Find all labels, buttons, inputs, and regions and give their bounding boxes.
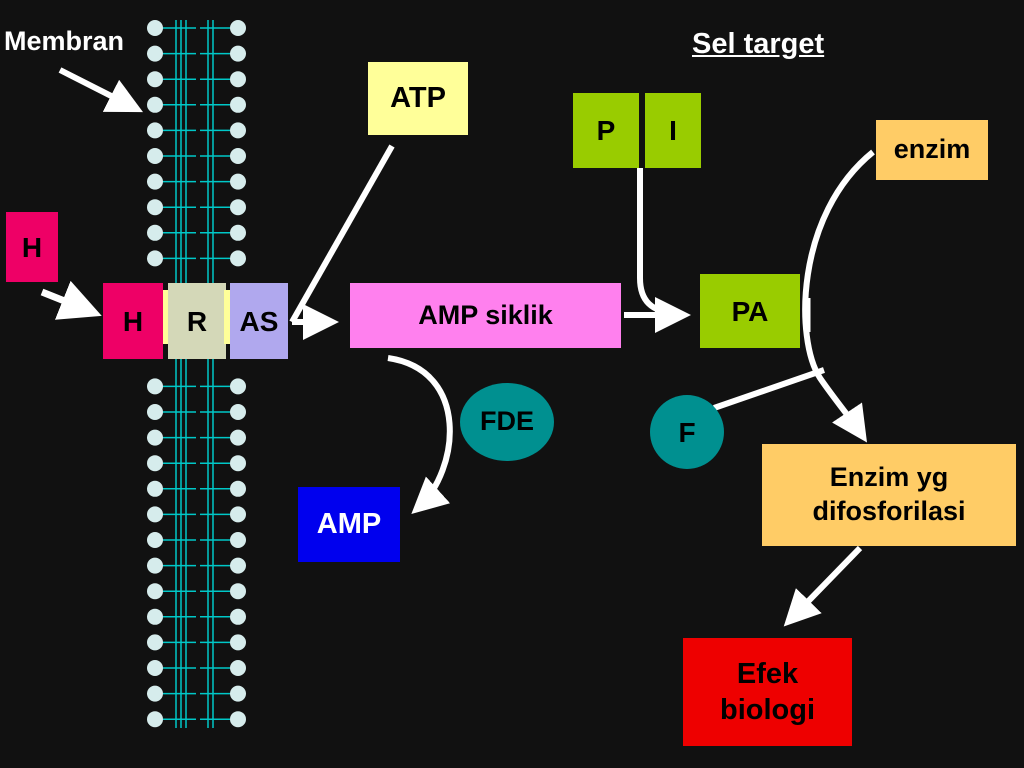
membrane-head-left [147,608,163,625]
membrane-head-right [230,583,246,600]
membrane-head-right [230,660,246,676]
membrane-head-right [230,378,246,395]
membrane-head-right [230,148,246,164]
pa-box: PA [700,274,800,348]
atp-box: ATP [368,62,468,135]
effect-line1: Efek [736,657,799,690]
receptor-edge-right [224,290,230,344]
membrane-head-left [147,20,163,36]
membrane-head-right [230,96,246,113]
fde-ellipse: FDE [460,383,554,461]
membrane-label: Membran [4,26,125,56]
membrane-head-left [147,480,163,497]
membrane-head-right [230,45,246,62]
membrane-head-right [230,532,246,548]
hormone-outside-box: H [6,212,58,282]
membrane-head-right [230,199,246,216]
membrane-head-left [147,148,163,164]
membrane-head-left [147,711,163,728]
adenylate-cyclase-box: AS [230,283,288,359]
membrane-head-right [230,122,246,139]
f-circle: F [650,395,724,469]
membrane-head-right [230,506,246,523]
cell-membrane-bilayer [147,20,246,728]
membrane-head-left [147,173,163,190]
membrane-head-left [147,378,163,395]
enzyme-phos-line2: difosforilasi [812,496,966,526]
membrane-head-left [147,532,163,548]
membrane-head-left [147,199,163,216]
membrane-head-right [230,404,246,420]
membrane-head-left [147,685,163,702]
membrane-head-left [147,250,163,267]
membrane-head-right [230,429,246,446]
enzyme-phos-line1: Enzim yg [829,462,949,493]
arrow-hormone-to-receptor [40,280,102,320]
line-pi-to-pa [637,168,681,318]
p-box: P [573,93,639,168]
membrane-head-right [230,250,246,267]
line-f-to-pathway [713,367,825,411]
arrow-enzyme-phos-to-effect [783,545,863,627]
membrane-head-left [147,660,163,676]
receptor-edge-left [163,290,169,344]
arrow-fde-to-amp [387,355,453,515]
amp-box: AMP [298,487,400,562]
membrane-head-right [230,711,246,728]
membrane-head-left [147,122,163,139]
membrane-head-left [147,404,163,420]
membrane-head-right [230,71,246,88]
membrane-head-left [147,429,163,446]
membrane-head-right [230,608,246,625]
membrane-head-left [147,583,163,600]
target-cell-label: Sel target [692,28,825,60]
enzim-box: enzim [876,120,988,180]
arrow-enzim-to-enzyme-phos [802,149,875,443]
hormone-bound-box: H [103,283,163,359]
arrow-membran-label [58,67,144,113]
membrane-head-left [147,634,163,651]
membrane-head-right [230,685,246,702]
membrane-head-right [230,455,246,472]
membrane-head-right [230,20,246,36]
receptor-box: R [168,283,226,359]
amp-siklik-box: AMP siklik [350,283,621,348]
membrane-head-right [230,634,246,651]
enzyme-phosphorylated-box: Enzim yg difosforilasi [762,444,1016,546]
membrane-head-left [147,557,163,574]
membrane-head-left [147,455,163,472]
membrane-head-left [147,45,163,62]
membrane-head-left [147,506,163,523]
biological-effect-box: Efek biologi [683,638,852,746]
line-atp-to-as [289,144,395,324]
membrane-head-right [230,480,246,497]
membrane-head-right [230,224,246,241]
i-box: I [645,93,701,168]
membrane-head-right [230,173,246,190]
membrane-head-left [147,96,163,113]
membrane-head-right [230,557,246,574]
membrane-head-left [147,224,163,241]
effect-line2: biologi [719,694,816,726]
membrane-head-left [147,71,163,88]
